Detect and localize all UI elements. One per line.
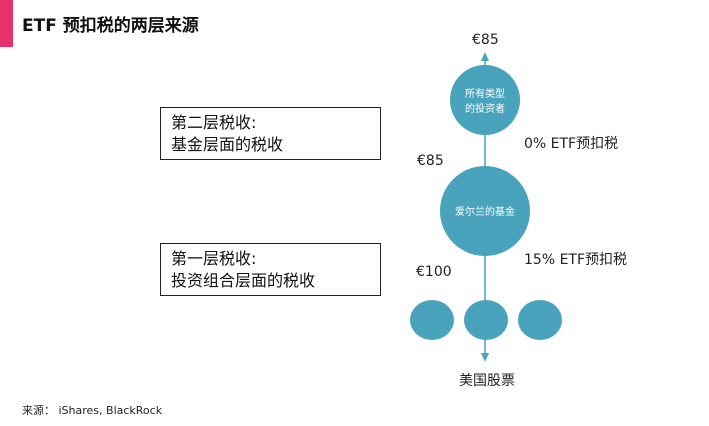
bottom-label: 美国股票	[459, 373, 515, 389]
fund-node	[440, 166, 530, 256]
fund-label: 爱尔兰的基金	[455, 205, 515, 218]
investors-label-2: 的投资者	[465, 102, 505, 115]
tier1-box: 第一层税收: 投资组合层面的税收	[160, 243, 381, 296]
amount-bottom: €100	[416, 264, 452, 280]
stock-node	[518, 300, 562, 340]
arrow-up-icon	[481, 52, 489, 61]
stock-node	[464, 300, 508, 340]
investors-node	[450, 65, 520, 135]
investors-label-1: 所有类型	[465, 87, 505, 100]
page-title: ETF 预扣税的两层来源	[22, 16, 199, 36]
rate-fund-level: 0% ETF预扣税	[524, 136, 619, 152]
amount-middle: €85	[417, 153, 444, 169]
tier1-desc: 投资组合层面的税收	[171, 271, 316, 290]
stock-node	[410, 300, 454, 340]
source-note: 来源： iShares, BlackRock	[22, 404, 163, 417]
tier2-heading: 第二层税收:	[171, 113, 257, 132]
rate-portfolio-level: 15% ETF预扣税	[524, 252, 628, 268]
arrow-down-icon	[481, 353, 489, 362]
accent-bar	[0, 0, 13, 47]
tier2-desc: 基金层面的税收	[171, 135, 284, 154]
tier1-heading: 第一层税收:	[171, 249, 257, 268]
tier2-box: 第二层税收: 基金层面的税收	[160, 107, 381, 160]
amount-top: €85	[472, 32, 499, 48]
